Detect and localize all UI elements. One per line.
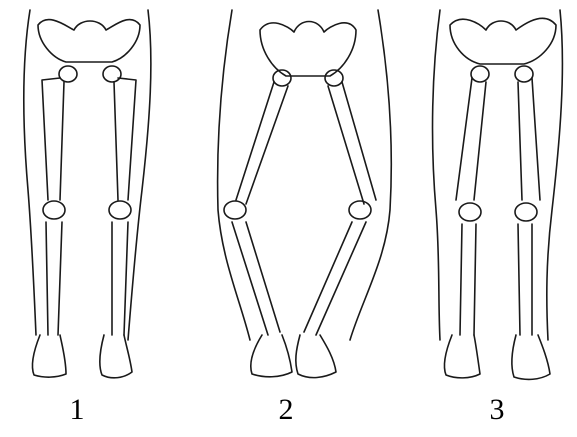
figure-3-hip-right [515,66,533,82]
figure-2-femur-right [328,82,376,204]
figure-3-outline-right [547,10,563,340]
figure-1-knee-left [43,201,65,219]
figure-3-outline-left [433,10,440,340]
figure-2-knee-left [224,201,246,219]
figure-1-outline-left [24,10,36,335]
figure-1-femur-right [114,78,136,200]
figure-2-tibia-right [304,222,366,335]
figure-1-hip-left [59,66,77,82]
figure-1-pelvis [38,20,140,62]
figure-3-femur-left [456,78,486,200]
figure-1-tibia-left [46,222,62,335]
figure-3-hip-left [471,66,489,82]
figure-2-outline-left [218,10,250,340]
figure-1-outline-right [128,10,151,340]
figure-1-hip-right [103,66,121,82]
figure-1-foot-right [100,335,132,378]
figure-3-foot-left [444,335,480,378]
figure-2-femur-left [236,82,288,204]
figure-1-femur-left [42,78,64,200]
figure-1-tibia-right [112,222,128,335]
figure-2-knee-right [349,201,371,219]
figure-2-tibia-left [232,222,280,335]
figure-3-foot-right [512,335,550,379]
figure-2-hip-left [273,70,291,86]
figure-1-normal-legs [24,10,151,378]
figure-2-knock-knee-legs [218,10,392,378]
figure-2-foot-right [296,335,336,378]
figure-2-pelvis [260,22,356,77]
figure-3-knee-left [459,203,481,221]
figure-3-bow-legs [433,10,563,379]
figure-2-hip-right [325,70,343,86]
figure-label-1: 1 [47,392,107,428]
figure-3-tibia-left [460,224,476,335]
figure-label-2: 2 [256,392,316,428]
figure-1-knee-right [109,201,131,219]
figure-3-tibia-right [518,224,532,335]
figure-1-foot-left [32,335,66,377]
figure-2-outline-right [350,10,391,340]
figure-2-foot-left [251,335,292,377]
figure-3-pelvis [450,18,556,64]
figure-label-3: 3 [467,392,527,428]
figure-3-femur-right [518,78,540,200]
figure-3-knee-right [515,203,537,221]
